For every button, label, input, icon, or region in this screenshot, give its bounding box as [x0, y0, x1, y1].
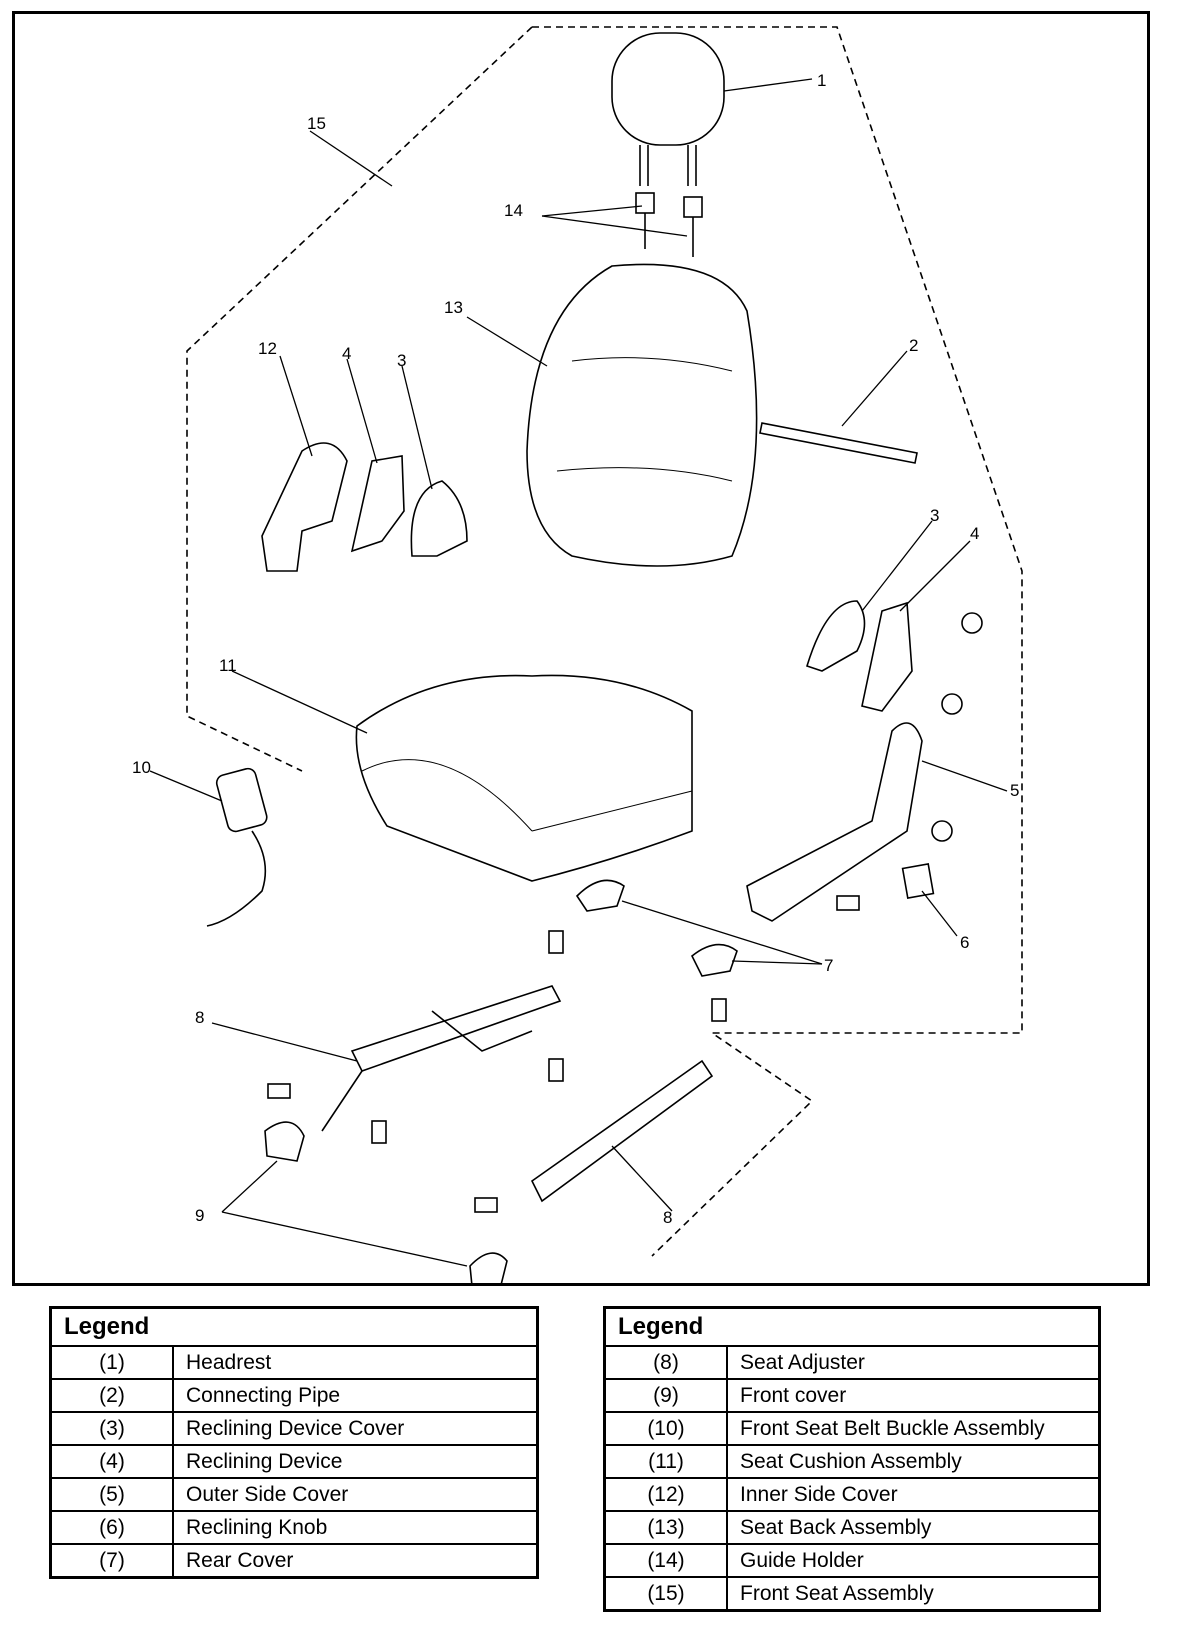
bolt-set	[267, 895, 860, 1213]
callout-1: 1	[817, 71, 826, 90]
front-cover-part	[264, 1121, 305, 1162]
outer-side-cover-part	[746, 722, 923, 922]
reclining-device-left	[350, 455, 405, 553]
callout-12: 12	[258, 339, 277, 358]
callout-8b: 8	[663, 1208, 672, 1227]
callout-9: 9	[195, 1206, 204, 1225]
legend-row: (14)Guide Holder	[603, 1543, 1101, 1578]
legend-row: (7)Rear Cover	[49, 1543, 539, 1579]
reclining-device-right	[861, 601, 913, 712]
inner-side-cover-part	[261, 442, 348, 572]
legend-row: (11)Seat Cushion Assembly	[603, 1444, 1101, 1479]
headrest-part	[611, 32, 725, 186]
seat-belt-buckle-part	[206, 767, 268, 927]
legend-title: Legend	[603, 1306, 1101, 1347]
assembly-boundary	[186, 26, 1023, 1257]
callout-11: 11	[219, 656, 237, 675]
legend-table-right: Legend (8)Seat Adjuster (9)Front cover (…	[603, 1306, 1101, 1612]
rear-cover-part	[690, 943, 738, 977]
callout-15: 15	[307, 114, 326, 133]
legend-row: (1)Headrest	[49, 1345, 539, 1380]
callout-3b: 3	[930, 506, 939, 525]
legend-row: (15)Front Seat Assembly	[603, 1576, 1101, 1612]
legend-row: (5)Outer Side Cover	[49, 1477, 539, 1512]
legend-row: (2)Connecting Pipe	[49, 1378, 539, 1413]
seat-cushion-part	[355, 674, 693, 882]
callout-14: 14	[504, 201, 523, 220]
callout-7: 7	[824, 956, 833, 975]
legend-row: (4)Reclining Device	[49, 1444, 539, 1479]
seat-back-part	[526, 263, 758, 567]
legend-row: (6)Reclining Knob	[49, 1510, 539, 1545]
legend-title: Legend	[49, 1306, 539, 1347]
exploded-seat-diagram: 1 2 3 3 4 4 5 6 7 8 8 9 10 11 12 13 14 1…	[132, 26, 1023, 1286]
guide-holder-part	[635, 192, 703, 257]
callout-4: 4	[342, 344, 351, 363]
callout-4b: 4	[970, 524, 979, 543]
connecting-pipe-part	[759, 422, 918, 464]
reclining-cover-right	[806, 600, 866, 672]
callout-10: 10	[132, 758, 151, 777]
callout-6: 6	[960, 933, 969, 952]
reclining-cover-left	[410, 480, 468, 557]
diagram-frame	[12, 11, 1150, 1286]
callout-labels: 1 2 3 3 4 4 5 6 7 8 8 9 10 11 12 13 14 1…	[132, 71, 1019, 1227]
rear-cover-part	[575, 879, 625, 912]
legend-row: (8)Seat Adjuster	[603, 1345, 1101, 1380]
callout-3: 3	[397, 351, 406, 370]
seat-adjuster-right	[530, 1059, 714, 1203]
callout-13: 13	[444, 298, 463, 317]
legend-row: (3)Reclining Device Cover	[49, 1411, 539, 1446]
legend-row: (9)Front cover	[603, 1378, 1101, 1413]
seat-adjuster-left	[350, 985, 562, 1072]
callout-8: 8	[195, 1008, 204, 1027]
callout-2: 2	[909, 336, 918, 355]
legend-row: (10)Front Seat Belt Buckle Assembly	[603, 1411, 1101, 1446]
legend-row: (13)Seat Back Assembly	[603, 1510, 1101, 1545]
legend-row: (12)Inner Side Cover	[603, 1477, 1101, 1512]
reclining-knob-part	[901, 863, 935, 899]
legend-table-left: Legend (1)Headrest (2)Connecting Pipe (3…	[49, 1306, 539, 1579]
callout-5: 5	[1010, 781, 1019, 800]
front-cover-part	[469, 1252, 508, 1286]
